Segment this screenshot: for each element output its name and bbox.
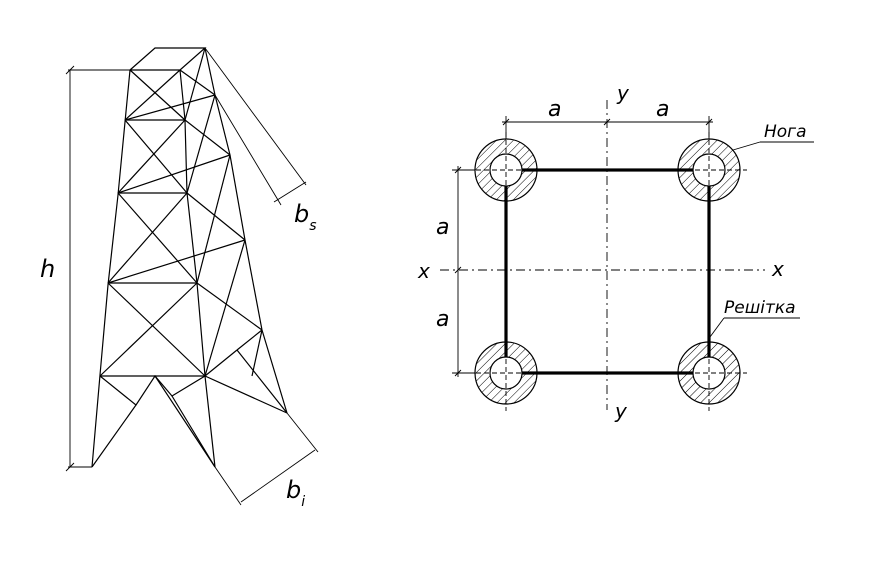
- cross-section: x x y y: [417, 81, 814, 423]
- tower-right-face-leg: [204, 47, 288, 414]
- tower-elevation: h bs bi: [40, 47, 319, 510]
- height-tick-top: [65, 65, 75, 75]
- leg-top-left: [468, 132, 544, 208]
- tower-base-right: [154, 375, 206, 397]
- dim-left-tick-2: [454, 266, 462, 274]
- leg-bottom-left: [468, 335, 544, 411]
- lattice-label: Решітка: [724, 298, 796, 318]
- bs-dim-line: [273, 181, 307, 203]
- dim-top-right-label: a: [656, 97, 669, 122]
- height-label: h: [40, 255, 55, 283]
- tower-top: [129, 47, 207, 71]
- dim-top-tick-2: [603, 118, 611, 126]
- tower-panel-3: [107, 239, 246, 284]
- axis-y-top-label: y: [616, 81, 630, 105]
- leg-top-right: [671, 132, 747, 208]
- lattice-leader: [709, 317, 725, 338]
- axis-x-left-label: x: [417, 259, 430, 283]
- leg-leader: [732, 141, 761, 151]
- tower-diagonals: [99, 47, 288, 414]
- height-tick-bottom: [65, 462, 75, 472]
- bi-ext-2: [214, 466, 242, 506]
- dim-left-tick-1: [454, 166, 462, 174]
- axis-x-right-label: x: [771, 257, 784, 281]
- tower-panel-1: [124, 94, 216, 121]
- dim-top-tick-1: [502, 118, 510, 126]
- bi-dim-line: [240, 449, 316, 503]
- dim-left-tick-3: [454, 369, 462, 377]
- bi-label: bi: [286, 476, 305, 510]
- tower-panel-2: [117, 154, 231, 194]
- bs-label: bs: [294, 200, 317, 234]
- dim-top-tick-3: [705, 118, 713, 126]
- tower-right-leg: [179, 69, 216, 468]
- dim-left-lower-label: a: [436, 307, 449, 332]
- leg-label: Нога: [764, 122, 807, 142]
- dim-left-upper-label: a: [436, 215, 449, 240]
- lattice-square: [504, 168, 711, 375]
- bi-ext-1: [286, 412, 319, 453]
- leg-bottom-right: [671, 335, 747, 411]
- tower-base-brace: [171, 395, 216, 468]
- bs-ext-2: [214, 94, 282, 206]
- bs-ext-1: [204, 47, 307, 186]
- dim-top-left-label: a: [548, 97, 561, 122]
- axis-y-bottom-label: y: [614, 399, 628, 423]
- tower-left-leg: [91, 69, 131, 468]
- tower-base-mid: [135, 374, 216, 468]
